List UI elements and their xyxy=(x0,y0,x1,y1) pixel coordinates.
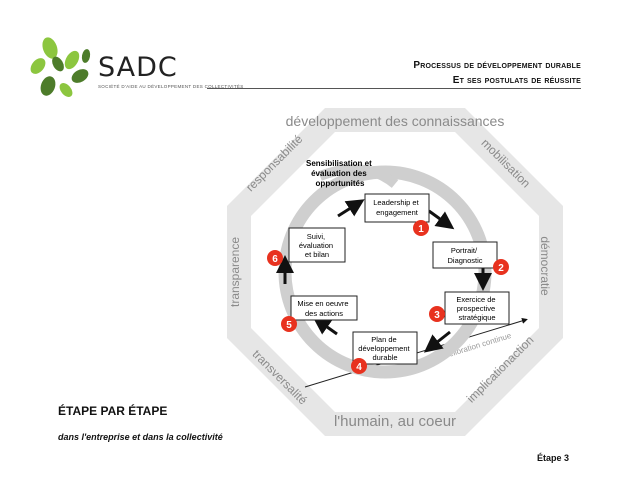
cycle-arrow-1 xyxy=(428,209,455,230)
svg-text:3: 3 xyxy=(434,310,440,321)
svg-text:2: 2 xyxy=(498,263,504,274)
header-line-2: Et ses postulats de réussite xyxy=(452,75,581,86)
header-line-1: Processus de développement durable xyxy=(413,60,581,71)
svg-text:Leadership et engagement: Leadership et engagement xyxy=(373,198,421,217)
step-3: Exercice de prospective stratégique 3 xyxy=(429,291,510,325)
step-6: Suivi, évaluation et bilan 6 xyxy=(267,227,346,266)
svg-text:Exercice de prospective: Exercice de prospective stratégique xyxy=(456,295,497,322)
intro-label: Sensibilisation et évaluation des opport… xyxy=(306,159,374,188)
logo-tagline: SOCIÉTÉ D'AIDE AU DÉVELOPPEMENT DES COLL… xyxy=(98,84,244,89)
octagon-band xyxy=(227,108,563,436)
svg-text:4: 4 xyxy=(356,362,362,373)
sadc-logo xyxy=(28,34,188,104)
octagon-label-top: développement des connaissances xyxy=(286,113,505,129)
svg-text:Suivi, évaluation: Suivi, évaluation et bilan xyxy=(299,232,335,259)
octagon-label-left: transparence xyxy=(228,237,242,307)
step-1: Leadership et engagement 1 xyxy=(364,193,430,236)
intro-arrow xyxy=(318,164,399,188)
leaf-cluster-icon xyxy=(30,37,91,97)
step-5: Mise en oeuvre des actions 5 xyxy=(281,295,358,332)
page-label: Étape 3 xyxy=(536,453,569,463)
svg-text:Mise en oeuvre des actio: Mise en oeuvre des actions xyxy=(297,299,350,318)
octagon-label-right: démocratie xyxy=(538,236,552,296)
header-divider xyxy=(207,88,581,89)
cycle-arrow-6 xyxy=(337,199,365,218)
octagon-label-bottom: l'humain, au coeur xyxy=(334,413,456,430)
step-2: Portrait/ Diagnostic 2 xyxy=(432,241,509,275)
svg-text:1: 1 xyxy=(418,224,424,235)
step-4: Plan de développement durable 4 xyxy=(351,331,418,374)
section-subtitle: dans l'entreprise et dans la collectivit… xyxy=(58,432,223,442)
cycle-arrow-3 xyxy=(423,330,451,353)
svg-text:5: 5 xyxy=(286,320,292,331)
section-title: ÉTAPE PAR ÉTAPE xyxy=(58,404,168,418)
process-diagram: développement des connaissances démocrat… xyxy=(227,108,563,436)
svg-text:6: 6 xyxy=(272,254,278,265)
svg-text:Portrait/ Diagnostic: Portrait/ Diagnostic xyxy=(447,246,482,265)
logo-wordmark: SADC xyxy=(98,52,178,83)
cycle-arrow-4 xyxy=(312,316,338,336)
svg-text:Plan de développement: Plan de développement durable xyxy=(358,335,411,362)
octagon-label-bottom-left: transversalité xyxy=(250,347,311,408)
